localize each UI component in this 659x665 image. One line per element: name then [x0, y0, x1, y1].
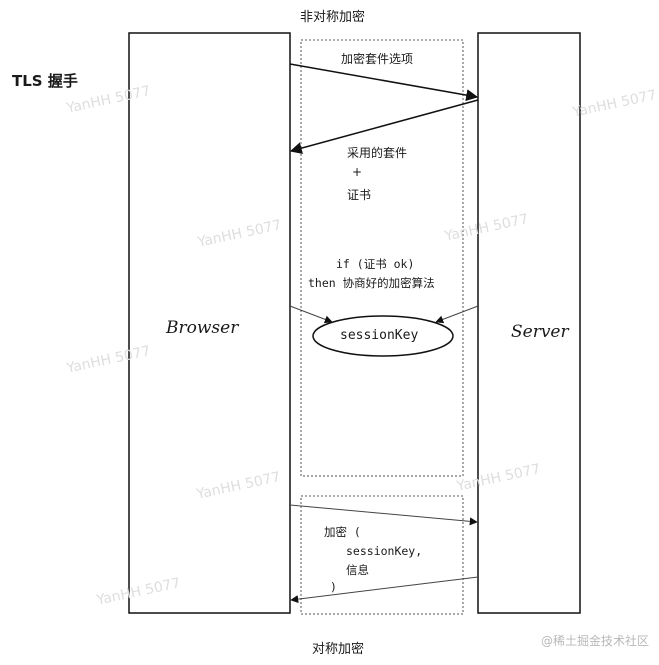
arrow-server-to-session: [435, 305, 479, 324]
arrow-encrypt-reply: [290, 576, 479, 604]
arrow-suite-options: [289, 63, 479, 102]
msg-encrypt-info: 信息: [346, 563, 369, 577]
msg-chosen-suite: 采用的套件: [347, 146, 408, 160]
arrow-chosen-suite: [289, 99, 479, 154]
asymmetric-region: [300, 39, 464, 477]
arrow-encrypt-send: [289, 504, 478, 526]
server-label: Server: [511, 322, 569, 342]
msg-certificate: 证书: [347, 188, 372, 202]
tls-handshake-label: TLS 握手: [12, 72, 78, 90]
session-key-label: sessionKey: [340, 328, 419, 343]
msg-plus: +: [352, 165, 363, 179]
arrow-browser-to-session: [289, 305, 333, 324]
symmetric-title: 对称加密: [312, 642, 365, 657]
msg-encrypt-open: 加密 (: [324, 525, 361, 539]
symmetric-region: [300, 495, 464, 615]
juejin-watermark: @稀土掘金技术社区: [540, 634, 649, 648]
browser-label: Browser: [166, 318, 239, 338]
session-key-ellipse: [312, 315, 454, 357]
msg-if-line: if (证书 ok): [336, 257, 415, 271]
msg-suite-options: 加密套件选项: [341, 52, 414, 66]
msg-encrypt-session: sessionKey,: [346, 544, 423, 558]
msg-encrypt-close: ): [330, 580, 337, 594]
server-box: [477, 32, 581, 614]
browser-box: [128, 32, 291, 614]
msg-then-line: then 协商好的加密算法: [308, 276, 435, 290]
asymmetric-title: 非对称加密: [300, 10, 366, 25]
